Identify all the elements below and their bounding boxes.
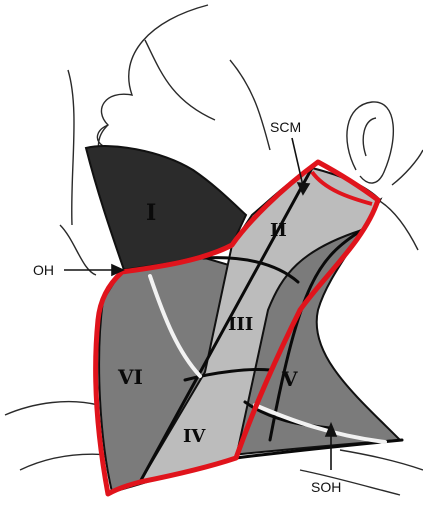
scm-label: SCM (270, 119, 301, 135)
level-4-label: IV (183, 426, 206, 447)
soh-label: SOH (311, 479, 341, 495)
ear-outline (347, 102, 393, 183)
level-3-label: III (228, 314, 253, 335)
level-5-label: V (281, 367, 298, 391)
oh-label: OH (33, 262, 54, 278)
level-6-label: VI (117, 365, 143, 389)
level-1-label: I (146, 200, 156, 226)
level-2-label: II (270, 220, 287, 241)
